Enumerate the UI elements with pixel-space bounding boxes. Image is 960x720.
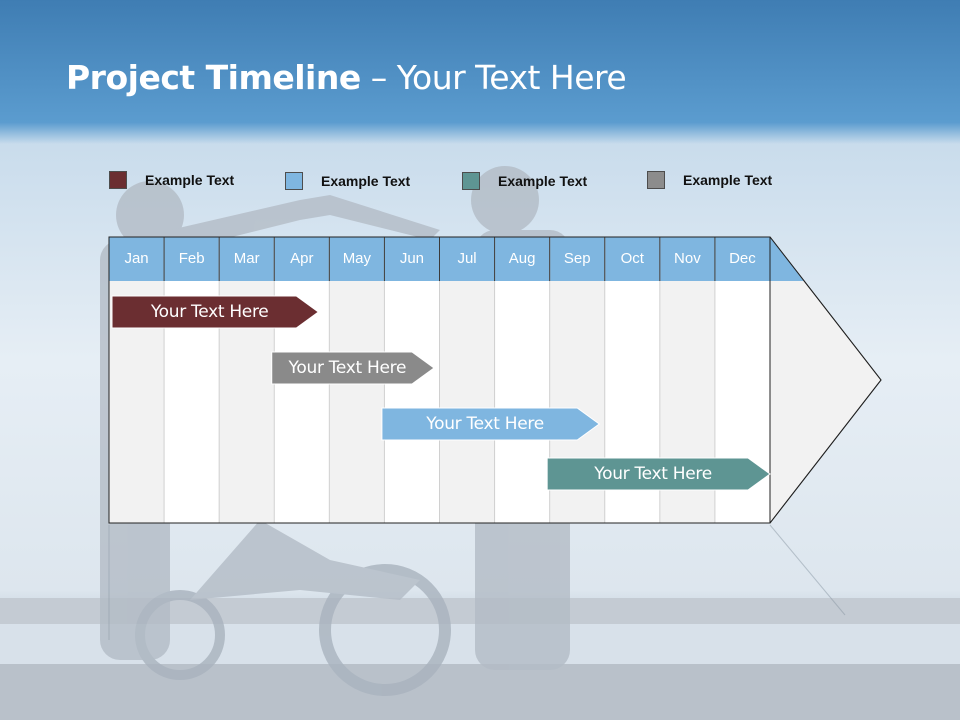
legend-item: Example Text (462, 171, 587, 191)
task-bar (111, 295, 320, 329)
legend-item: Example Text (109, 170, 234, 190)
title-bold: Project Timeline (66, 58, 361, 97)
legend-item: Example Text (647, 170, 772, 190)
month-label: Oct (620, 250, 644, 267)
month-column (439, 237, 495, 523)
legend-label: Example Text (683, 172, 773, 188)
arrow-outline (108, 236, 882, 524)
month-column (109, 237, 165, 523)
month-label: Apr (290, 250, 314, 267)
task-label: Your Text Here (594, 464, 712, 484)
task-bars (111, 295, 771, 491)
task-label: Your Text Here (426, 414, 544, 434)
month-label: Feb (178, 250, 205, 267)
month-label: Mar (233, 250, 260, 267)
task-label: Your Text Here (288, 358, 407, 378)
page-title: Project Timeline – Your Text Here (66, 58, 627, 97)
month-label: May (342, 250, 372, 267)
legend-swatch (647, 171, 665, 189)
month-label: Jul (457, 250, 477, 267)
task-bar (546, 457, 771, 491)
month-label: Dec (729, 250, 756, 267)
month-label: Aug (508, 250, 536, 267)
legend-label: Example Text (145, 172, 235, 188)
task-bar (381, 407, 601, 441)
legend-label: Example Text (498, 173, 588, 189)
legend-item: Example Text (285, 171, 410, 191)
month-column (164, 237, 220, 523)
title-rest: – Your Text Here (360, 58, 627, 97)
month-label: Jun (399, 250, 425, 267)
task-bar (271, 351, 435, 385)
legend-swatch (285, 172, 303, 190)
legend-label: Example Text (321, 173, 411, 189)
month-column (219, 237, 275, 523)
month-label: Sep (563, 250, 591, 267)
month-label: Jan (124, 250, 149, 267)
month-label: Nov (674, 250, 701, 267)
legend-swatch (109, 171, 127, 189)
task-label: Your Text Here (150, 302, 269, 322)
header-band (109, 237, 804, 281)
legend-swatch (462, 172, 480, 190)
arrow-reflection (108, 524, 846, 640)
month-column (494, 237, 550, 523)
